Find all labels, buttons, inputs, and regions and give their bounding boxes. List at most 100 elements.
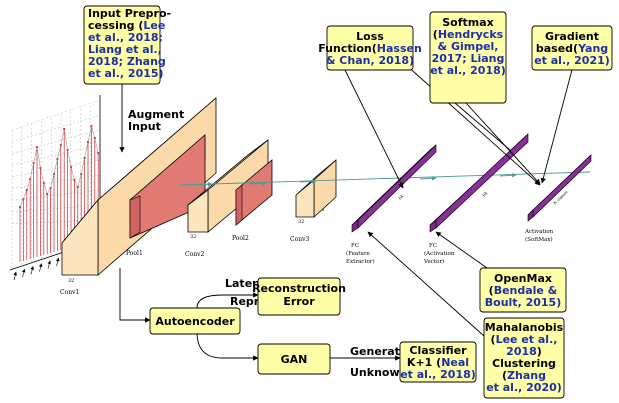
openmax-line-1-part-1: OpenMax — [494, 272, 552, 285]
svg-text:OpenMax(Bendale &Boult, 2015): OpenMax(Bendale &Boult, 2015) — [485, 272, 561, 309]
connector-arrows — [119, 54, 574, 361]
gradient-based-line-2-part-2: Yang — [577, 42, 608, 55]
classifier-line-1-part-1: Classifier — [409, 344, 467, 357]
activation-label-1: Activation — [524, 229, 554, 235]
pool2-label: Pool2 — [232, 235, 249, 242]
input-preprocessing-line-5-part-1: 2018; Zhang — [88, 55, 166, 68]
svg-text:Softmax(Hendrycks& Gimpel,2017: Softmax(Hendrycks& Gimpel,2017; Lianget … — [430, 16, 506, 77]
fc-feature-extractor-block — [351, 144, 437, 233]
time-arrow — [55, 257, 60, 267]
input-preprocessing-line-2-part-2: Lee — [143, 19, 165, 32]
fc2-dim: 64 — [481, 190, 488, 197]
gradient-based-line-2-part-1: based( — [536, 42, 578, 55]
pool2-block — [235, 159, 273, 226]
generate-label: Generate — [350, 345, 407, 358]
mahalanobis-line-5-part-1: ( — [502, 369, 507, 382]
input-preprocessing-line-2-part-1: cessing ( — [88, 19, 143, 32]
branch-arrow — [119, 268, 151, 323]
mahalanobis-line-2-part-1: ( — [491, 333, 496, 346]
openmax-line-2-part-2: Bendale & — [494, 284, 558, 297]
augment-label-2: Input — [128, 120, 161, 133]
mahalanobis-line-3-part-1: 2018 — [506, 345, 537, 358]
svg-text:Mahalanobis(Lee et al.,2018)Cl: Mahalanobis(Lee et al.,2018)Clustering(Z… — [485, 321, 564, 394]
softmax-line-2-part-2: Hendrycks — [438, 28, 504, 41]
time-arrow — [30, 266, 34, 275]
time-arrow — [38, 263, 43, 272]
gradient-based-line-3-part-1: et al., 2021) — [534, 54, 610, 67]
conv3-side-dim: 5 — [322, 207, 325, 212]
fc1-dim: 64 — [397, 193, 404, 200]
conv1-label: Conv1 — [60, 289, 79, 296]
input-preprocessing-line-3-part-1: et al., 2018; — [88, 31, 163, 44]
activation-softmax-block — [527, 154, 592, 222]
softmax-line-2-part-1: ( — [433, 28, 438, 41]
gradient-based-line-1-part-1: Gradient — [545, 30, 599, 43]
softmax-line-5-part-1: et al., 2018) — [430, 64, 506, 77]
gan-box: GAN — [257, 343, 331, 375]
openmax-line-3-part-1: Boult, 2015) — [485, 296, 561, 309]
activation-label-2: (SoftMax) — [525, 236, 553, 243]
data-flow-line — [179, 171, 591, 187]
conv2-block — [187, 139, 269, 233]
input-preprocessing-line-1-part-1: Input Prepro- — [88, 7, 171, 20]
pool1-label: Pool1 — [126, 250, 143, 257]
fc-feature-label-1: FC — [351, 243, 359, 249]
conv3-label: Conv3 — [290, 236, 309, 243]
signal-envelope — [19, 125, 99, 208]
unknowns-label: Unknowns — [350, 366, 414, 379]
reconstruction-error-line-1-part-1: Reconstruction — [252, 282, 346, 295]
softmax-to-fc2-arrow — [454, 102, 511, 151]
conv1-dim: 32 — [68, 278, 74, 284]
gan-line-1-part-1: GAN — [281, 353, 308, 366]
latent-label-2: Repr. — [230, 295, 262, 308]
latent-arrow — [196, 292, 259, 309]
reconstruction-error-line-2-part-1: Error — [283, 295, 315, 308]
loss-arrow — [344, 69, 404, 189]
time-arrow — [21, 268, 26, 278]
conv3-block — [295, 159, 337, 218]
svg-text:Autoencoder: Autoencoder — [155, 315, 235, 328]
mahalanobis-box: Mahalanobis(Lee et al.,2018)Clustering(Z… — [483, 317, 565, 399]
latent-label-1: Latent — [225, 277, 265, 290]
autoencoder-line-1-part-1: Autoencoder — [155, 315, 235, 328]
softmax-line-4-part-1: 2017; Liang — [432, 52, 505, 65]
conv3-dim: 32 — [298, 219, 304, 225]
mahalanobis-line-6-part-1: et al., 2020) — [486, 381, 562, 394]
classifier-line-2-part-2: Neal — [441, 356, 469, 369]
fc-feature-label-3: Extractor) — [346, 258, 375, 265]
loss-function-line-3-part-1: & Chan, 2018) — [326, 54, 414, 67]
softmax-line-3-part-1: & Gimpel, — [438, 40, 499, 53]
loss-function-line-1-part-1: Loss — [356, 30, 384, 43]
classifier-line-2-part-1: K+1 ( — [407, 356, 441, 369]
fc-activation-label-2: (Activation — [424, 250, 455, 257]
mahalanobis-line-5-part-2: Zhang — [507, 369, 546, 382]
conv2-label: Conv2 — [185, 251, 204, 258]
fc-activation-label-1: FC — [429, 243, 437, 249]
loss-to-activation-arrow — [394, 54, 541, 186]
classifier-line-3-part-1: et al., 2018) — [400, 368, 476, 381]
fc-activation-label-3: Vector) — [423, 258, 444, 265]
time-arrow — [47, 260, 51, 269]
time-arrow — [13, 271, 17, 281]
autoencoder-box: Autoencoder — [149, 307, 241, 335]
loss-function-line-2-part-2: Hassen — [377, 42, 422, 55]
gradient-arrow — [540, 65, 574, 184]
openmax-arrow — [435, 231, 488, 269]
mahalanobis-arrow — [367, 231, 485, 337]
autoencoder-to-gan-arrow — [196, 331, 259, 361]
mahalanobis-line-4-part-1: Clustering — [492, 357, 556, 370]
mahalanobis-line-1-part-1: Mahalanobis — [485, 321, 564, 334]
openmax-box: OpenMax(Bendale &Boult, 2015) — [479, 267, 567, 313]
signal-stems — [18, 124, 100, 262]
